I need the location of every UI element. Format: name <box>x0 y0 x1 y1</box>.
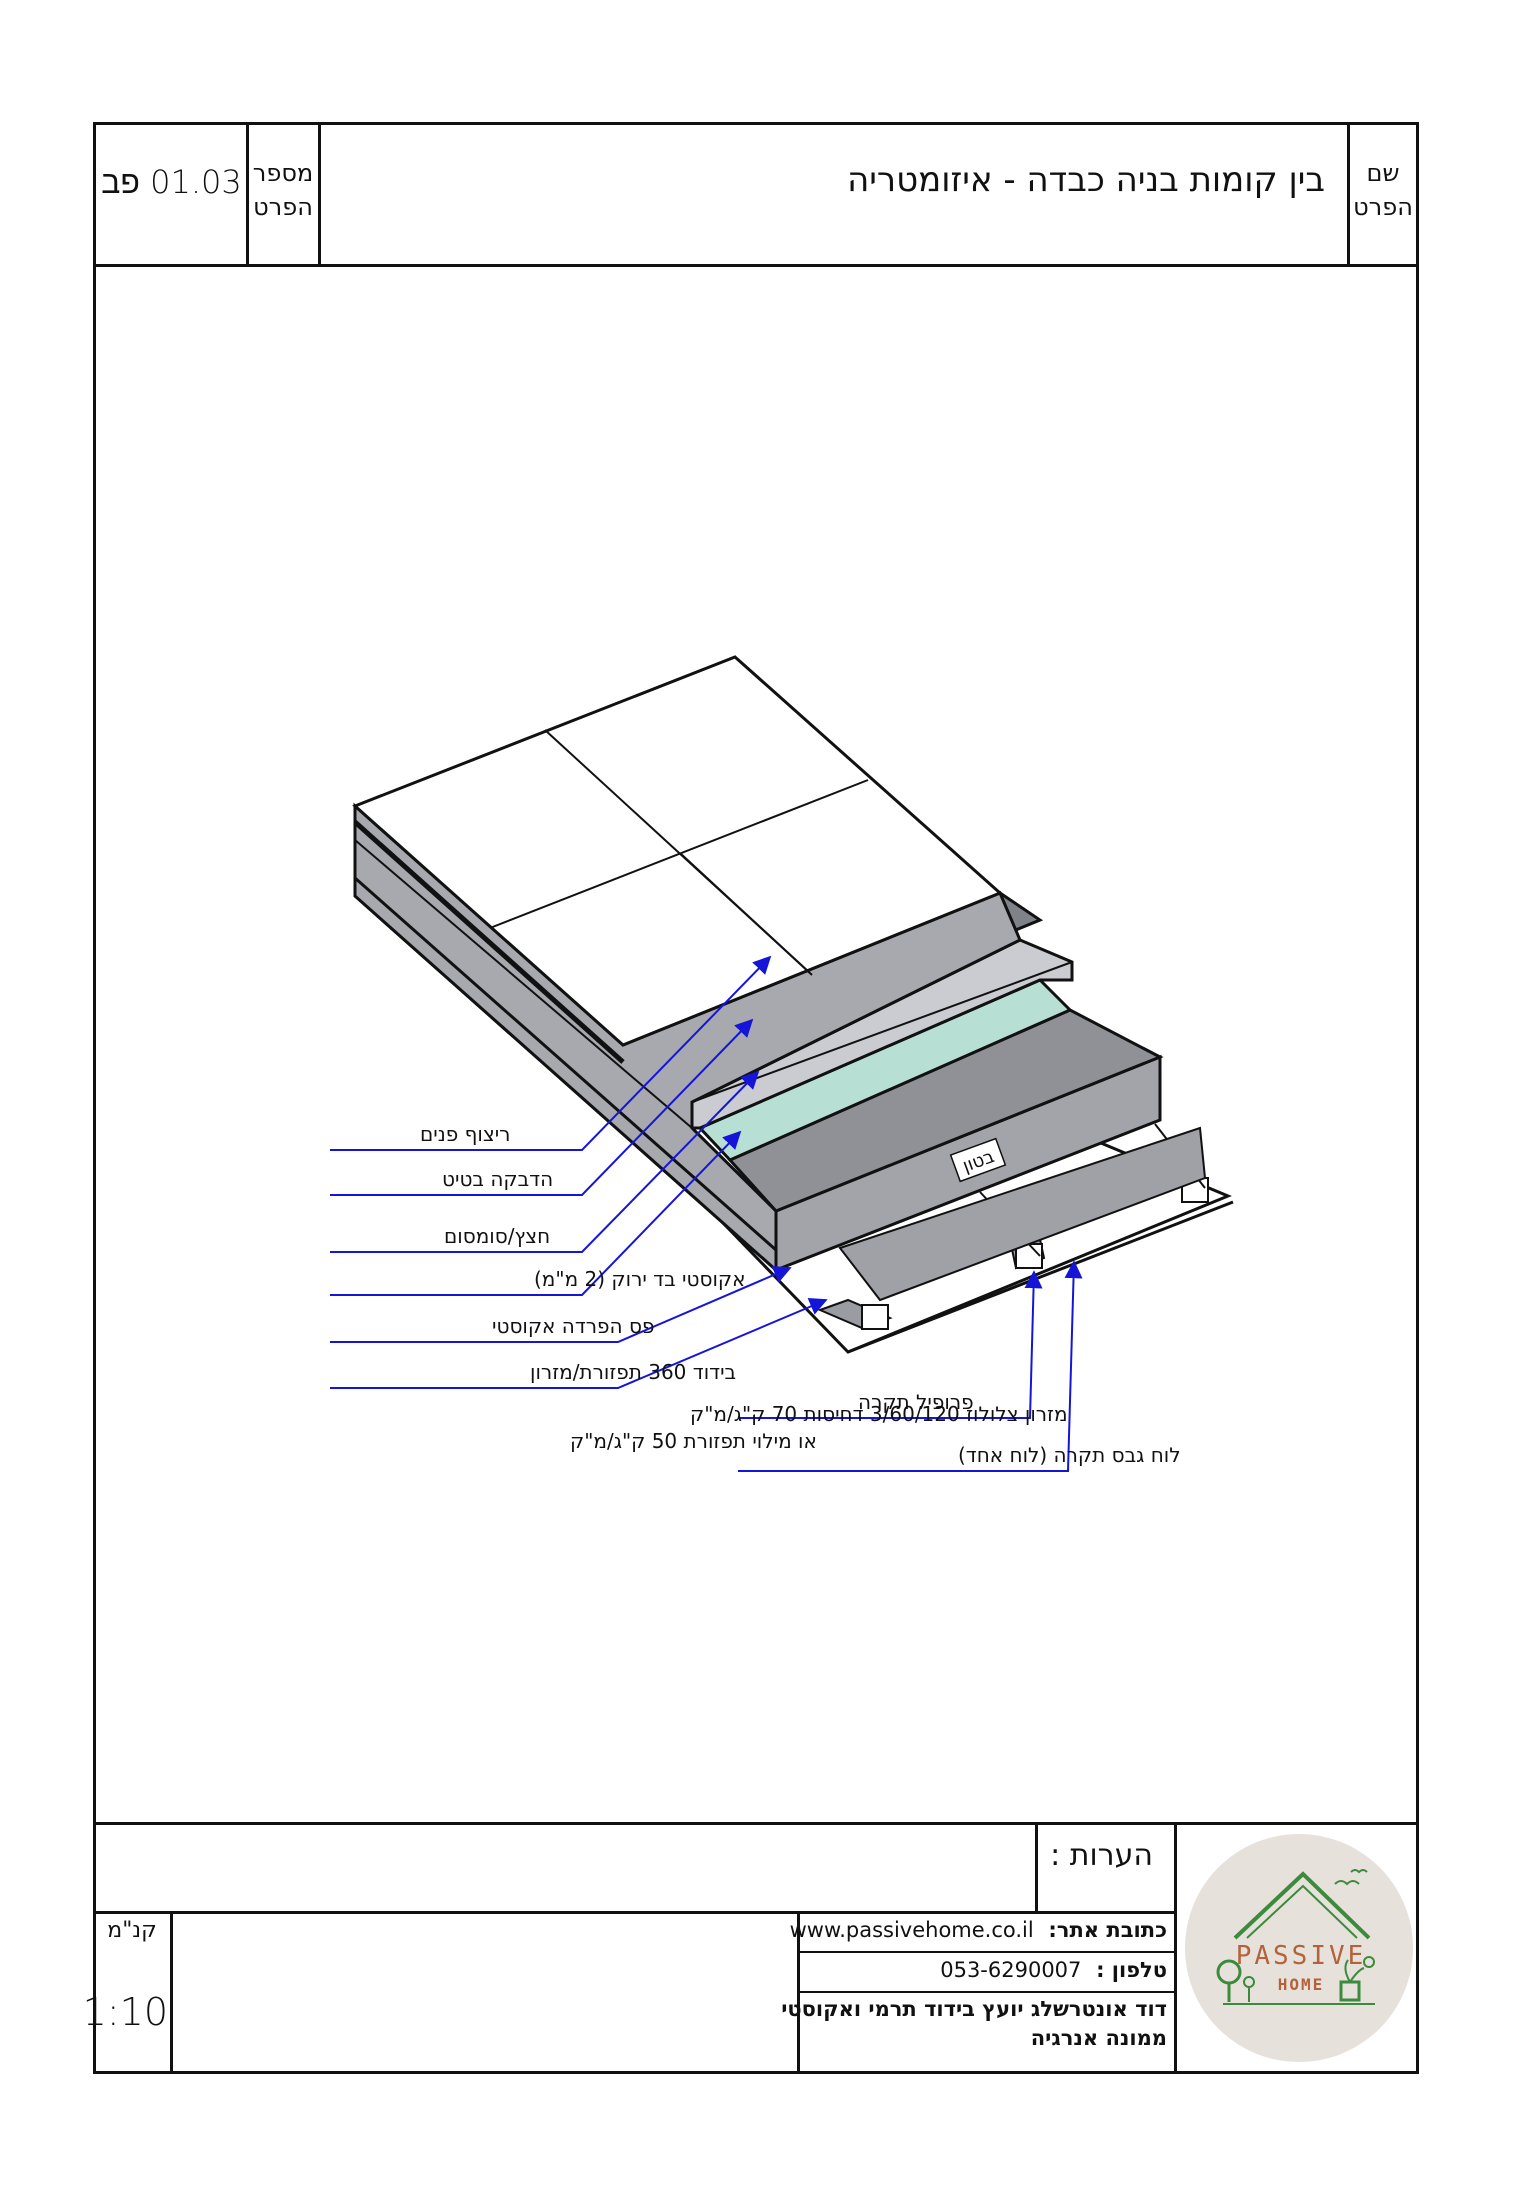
leader-gravel <box>330 1070 760 1253</box>
page-title: בין קומות בניה כבדה - איזומטריה <box>847 160 1325 200</box>
left-leaders <box>330 955 828 1389</box>
website-label: כתובת אתר: <box>1048 1918 1167 1942</box>
number-label-line1: מספר <box>252 159 314 187</box>
leader-ceiling-profile <box>738 1270 1043 1419</box>
scale-label: קנ"מ <box>107 1918 157 1943</box>
logo-word-passive: PASSIVE <box>1236 1941 1367 1971</box>
logo-word-home: HOME <box>1278 1975 1325 1994</box>
label-insulation: בידוד 360 תפזורת/מזרון <box>530 1360 736 1384</box>
name-label-line2: הפרט <box>1353 193 1413 221</box>
logo-roof-icon <box>1233 1871 1371 1940</box>
logo-roof-inner-icon <box>1246 1884 1358 1939</box>
phone-row: טלפון : 053-6290007 <box>940 1958 1167 1982</box>
logo-plant-flower-icon <box>1363 1956 1375 1968</box>
leader-acoustic-strip <box>330 1266 792 1343</box>
number-label-line2: הפרט <box>253 193 313 221</box>
passive-home-logo: PASSIVE HOME <box>1185 1834 1413 2062</box>
label-note-line2: או מילוי תפזורת 50 ק"ג/מ"ק <box>570 1429 817 1453</box>
logo-plant-icon <box>1344 1959 1365 1983</box>
header-bottom-line <box>93 264 1419 267</box>
tile-joint <box>679 852 813 976</box>
phone-number: 053-6290007 <box>940 1958 1082 1982</box>
leader-insulation <box>330 1298 828 1389</box>
phone-label: טלפון : <box>1096 1958 1167 1982</box>
footer-contact-line2 <box>798 1991 1175 1993</box>
website-link[interactable]: www.passivehome.co.il <box>789 1918 1034 1942</box>
logo-bird-icon <box>1334 1880 1360 1886</box>
label-acoustic-green: אקוסטי בד ירוק (2 מ"מ) <box>534 1267 745 1291</box>
consultant-line2: ממונה אנרגיה <box>1030 2026 1167 2050</box>
header-divider-name-label <box>1347 122 1350 264</box>
floor-buildup-layer-line <box>353 820 625 1064</box>
leader-floor-tiles <box>330 955 772 1151</box>
footer-mid-line <box>93 1911 1175 1914</box>
concrete-tag-box <box>949 1137 1007 1183</box>
tile-joint <box>489 779 869 929</box>
footer-scale-divider <box>170 1911 173 2074</box>
label-note-line1: מזרון צלולוז 3/60/120 דחיסות 70 ק"ג/מ"ק <box>690 1402 1068 1426</box>
right-leaders <box>738 1260 1083 1472</box>
header-divider-number-label <box>318 122 321 264</box>
label-gypsum-board: לוח גבס תקרה (לוח אחד) <box>958 1443 1181 1467</box>
floor-buildup-layer-line <box>354 876 777 1252</box>
footer-notes-divider <box>1035 1822 1038 1913</box>
name-label-line1: שם <box>1366 159 1400 187</box>
label-ceiling-profile: פרופיל תקרה <box>858 1390 974 1414</box>
notes-label: הערות : <box>1050 1838 1153 1873</box>
header-divider-number <box>246 122 249 264</box>
website-row: כתובת אתר: www.passivehome.co.il <box>790 1918 1167 1942</box>
logo-bird-small-icon <box>1350 1869 1368 1874</box>
name-label: שם הפרט <box>1350 156 1416 224</box>
insulation-layer <box>838 1126 1207 1302</box>
footer-top-line <box>93 1822 1419 1825</box>
footer-logo-divider <box>1174 1822 1177 2074</box>
drawing-sheet <box>93 122 1419 2074</box>
label-acoustic-strip: פס הפרדה אקוסטי <box>492 1314 654 1338</box>
number-label: מספר הפרט <box>249 156 317 224</box>
label-gravel: חצץ/סומסום <box>444 1224 550 1248</box>
leader-gypsum-board <box>738 1260 1083 1472</box>
scale-value: 1:10 <box>82 1990 168 2034</box>
label-tile-adhesive: הדבקה בטיט <box>442 1167 553 1191</box>
consultant-line1: דוד אונטרשלג יועץ בידוד תרמי ואקוסטי <box>781 1997 1167 2021</box>
detail-number: 01.03 פב <box>101 163 242 201</box>
leader-tile-adhesive <box>330 1018 754 1196</box>
label-floor-tiles: ריצוף פנים <box>420 1122 510 1146</box>
floor-buildup-layer-line <box>354 839 693 1129</box>
footer-contact-line1 <box>798 1951 1175 1953</box>
ceiling-profile-end <box>861 1304 889 1330</box>
leader-acoustic-green <box>330 1130 742 1296</box>
